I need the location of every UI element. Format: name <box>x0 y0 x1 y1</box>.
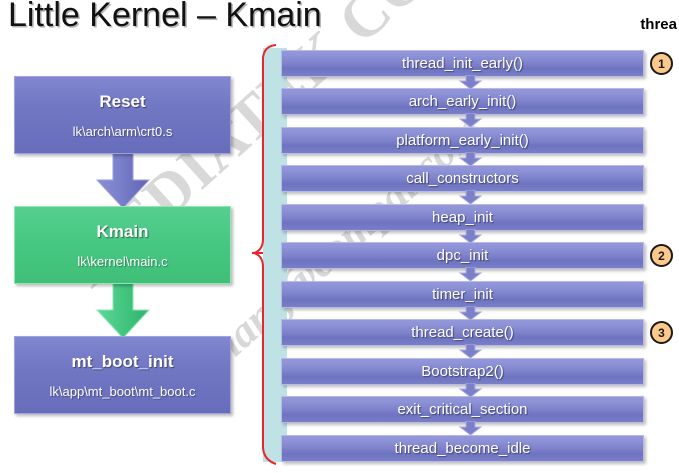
call-step-arch-early-init[interactable]: arch_early_init() <box>281 88 644 115</box>
page-title: Little Kernel – Kmain <box>8 0 322 34</box>
call-connector-arrow-2 <box>458 113 483 127</box>
call-step-platform-early-init[interactable]: platform_early_init() <box>281 127 644 154</box>
call-step-bootstrap2[interactable]: Bootstrap2() <box>281 358 644 385</box>
call-step-label: dpc_init <box>436 247 489 264</box>
flow-box-path: lk\kernel\main.c <box>77 253 168 269</box>
kmain-scope-brace <box>252 42 278 468</box>
flow-box-mt-boot-init[interactable]: mt_boot_init lk\app\mt_boot\mt_boot.c <box>14 336 231 414</box>
flow-box-title: Reset <box>99 91 146 111</box>
step-badge-number: 2 <box>658 248 665 263</box>
flow-box-kmain[interactable]: Kmain lk\kernel\main.c <box>14 206 231 284</box>
call-step-label: timer_init <box>432 286 493 303</box>
call-connector-arrow-3 <box>458 152 483 166</box>
call-step-timer-init[interactable]: timer_init <box>281 281 644 308</box>
call-step-thread-init-early[interactable]: thread_init_early() <box>281 50 644 77</box>
call-step-call-constructors[interactable]: call_constructors <box>281 165 644 192</box>
call-step-exit-critical-section[interactable]: exit_critical_section <box>281 396 644 423</box>
call-step-label: exit_critical_section <box>397 401 528 418</box>
flow-box-title: mt_boot_init <box>71 351 174 371</box>
call-step-label: thread_become_idle <box>394 440 531 457</box>
call-step-heap-init[interactable]: heap_init <box>281 204 644 231</box>
call-connector-arrow-7 <box>458 306 483 320</box>
call-step-label: Bootstrap2() <box>421 363 504 380</box>
thread-column-label: threa <box>640 16 677 33</box>
call-connector-arrow-8 <box>458 344 483 358</box>
step-badge-2[interactable]: 2 <box>650 244 673 267</box>
call-step-label: arch_early_init() <box>408 93 517 110</box>
call-step-thread-become-idle[interactable]: thread_become_idle <box>281 435 644 462</box>
call-connector-arrow-1 <box>458 75 483 89</box>
flow-box-path: lk\arch\arm\crt0.s <box>72 123 173 139</box>
call-step-thread-create[interactable]: thread_create() <box>281 319 644 346</box>
call-step-dpc-init[interactable]: dpc_init <box>281 242 644 269</box>
call-connector-arrow-10 <box>458 421 483 435</box>
call-connector-arrow-4 <box>458 190 483 204</box>
flow-box-title: Kmain <box>96 221 149 241</box>
call-connector-arrow-5 <box>458 229 483 243</box>
flow-arrow-reset-to-kmain <box>95 152 151 210</box>
flow-box-reset[interactable]: Reset lk\arch\arm\crt0.s <box>14 76 231 154</box>
step-badge-number: 3 <box>658 325 665 340</box>
step-badge-3[interactable]: 3 <box>650 321 673 344</box>
call-connector-arrow-9 <box>458 383 483 397</box>
call-connector-arrow-6 <box>458 267 483 281</box>
step-badge-1[interactable]: 1 <box>650 52 673 75</box>
call-step-label: call_constructors <box>406 170 519 187</box>
step-badge-number: 1 <box>658 56 665 71</box>
call-step-label: thread_init_early() <box>402 55 523 72</box>
call-step-label: platform_early_init() <box>396 132 529 149</box>
call-step-label: heap_init <box>432 209 493 226</box>
call-step-label: thread_create() <box>411 324 514 341</box>
flow-box-path: lk\app\mt_boot\mt_boot.c <box>49 383 196 399</box>
flow-arrow-kmain-to-mtbootinit <box>95 282 151 340</box>
